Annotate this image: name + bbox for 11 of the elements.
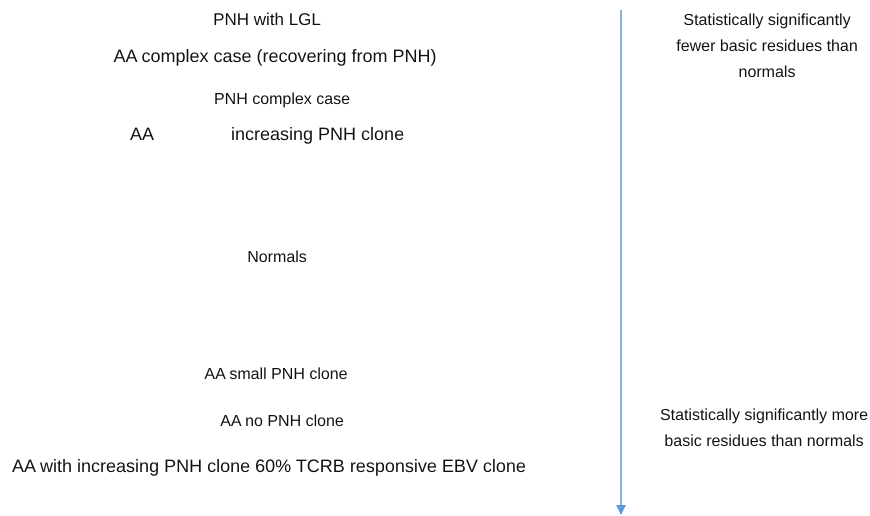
group-label: Normals <box>247 248 307 268</box>
significance-note: Statistically significantly more basic residues than normals <box>659 406 869 452</box>
group-label: AA <box>130 124 154 146</box>
group-label: PNH with LGL <box>213 10 321 30</box>
group-label: PNH complex case <box>214 90 350 110</box>
group-label: AA complex case (recovering from PNH) <box>113 46 437 68</box>
group-label: AA small PNH clone <box>204 365 348 384</box>
group-label: AA no PNH clone <box>220 412 344 432</box>
significance-note: Statistically significantly fewer basic residues than normals <box>675 11 859 83</box>
group-label: increasing PNH clone <box>231 124 404 146</box>
group-label: AA with increasing PNH clone 60% TCRB responsive EBV clone <box>12 456 526 478</box>
